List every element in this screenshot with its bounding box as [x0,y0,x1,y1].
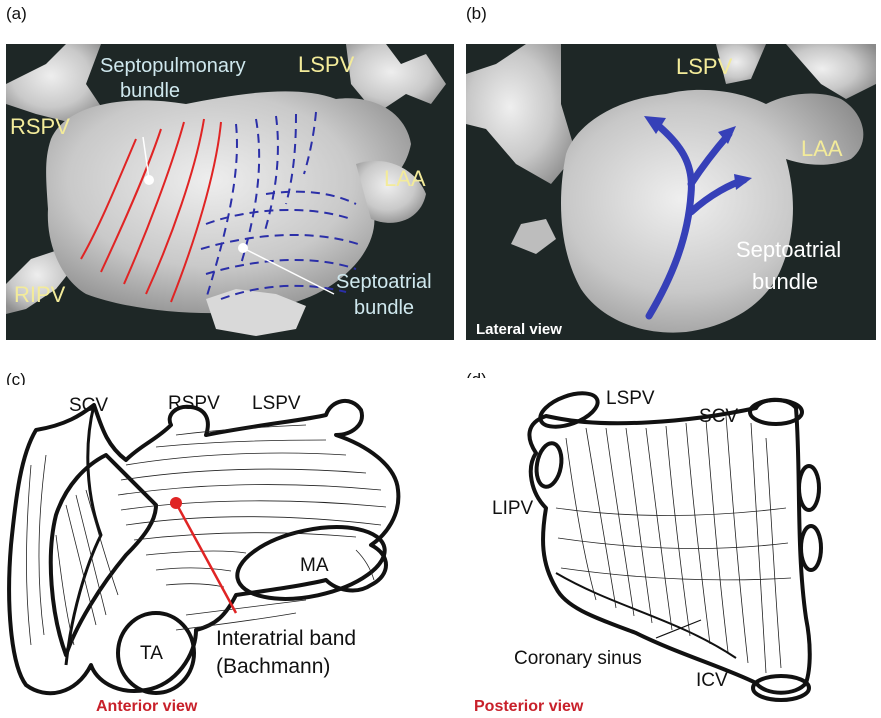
panel-c-drawing: SCV RSPV LSPV MA TA Interatrial band (Ba… [6,385,446,715]
scv-label-d: SCV [699,406,738,427]
septoatrial-label-a-line1: Septoatrial [336,271,432,293]
icv-label: ICV [696,670,728,691]
ripv-label-a: RIPV [14,282,66,307]
lipv-label: LIPV [492,498,534,519]
interatrial-label-line1: Interatrial band [216,627,356,650]
lateral-view-label: Lateral view [476,321,562,338]
coronary-sinus-label: Coronary sinus [514,648,642,669]
panel-a-render: Septopulmonary bundle LSPV RSPV LAA RIPV… [6,44,454,340]
anterior-fiber-hatching [26,425,386,645]
posterior-view-label: Posterior view [474,698,584,715]
septoatrial-label-b-line1: Septoatrial [736,237,841,262]
ma-label: MA [300,555,329,576]
lspv-label-d: LSPV [606,388,655,409]
septoatrial-label-b-line2: bundle [752,269,818,294]
panel-b-render: LSPV LAA Septoatrial bundle Lateral view [466,44,876,340]
panel-d-drawing: LSPV SCV LIPV Coronary sinus ICV Posteri… [466,378,876,715]
lspv-label-b: LSPV [676,54,733,79]
septopulmonary-label-line1: Septopulmonary [100,55,246,77]
bachmann-marker [170,497,236,613]
rspv-label-a: RSPV [10,114,70,139]
scv-label-c: SCV [69,395,108,416]
lspv-label-c: LSPV [252,393,301,414]
anterior-view-label: Anterior view [96,698,198,715]
interatrial-label-line2: (Bachmann) [216,655,330,678]
panel-b-letter: (b) [466,4,487,24]
panel-a-letter: (a) [6,4,27,24]
ta-label: TA [140,643,163,664]
rspv-label-c: RSPV [168,393,220,414]
septopulmonary-label-line2: bundle [120,80,180,102]
lspv-label-a: LSPV [298,52,355,77]
septoatrial-label-a-line2: bundle [354,297,414,319]
posterior-fiber-hatching [556,416,791,673]
laa-label-b: LAA [801,136,843,161]
laa-label-a: LAA [384,166,426,191]
